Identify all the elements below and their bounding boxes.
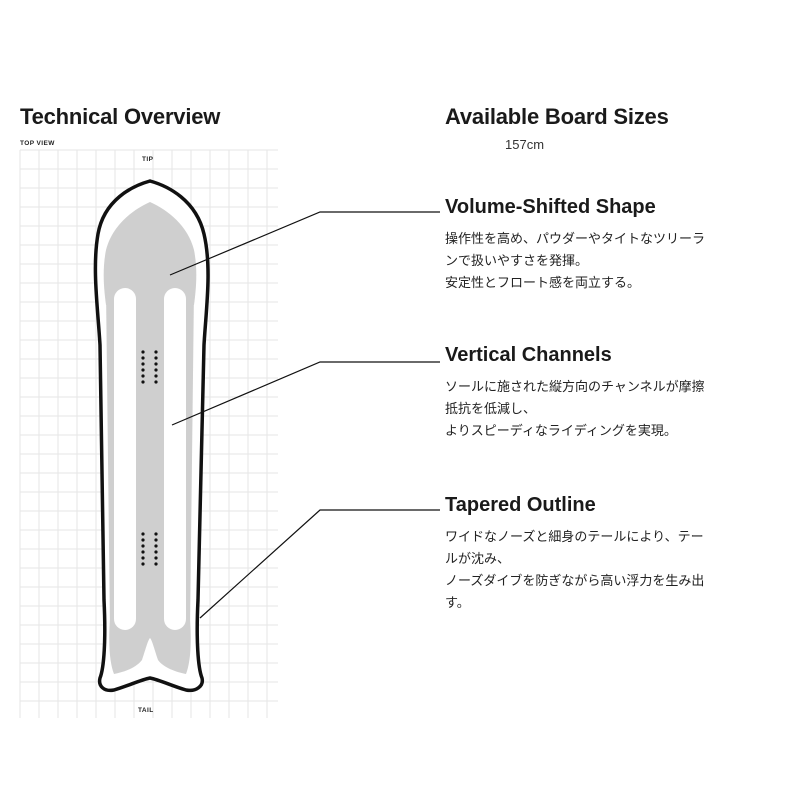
leader-line-channels <box>171 361 440 426</box>
insert-dot <box>154 362 158 366</box>
feature-vertical-channels: Vertical Channels ソールに施された縦方向のチャンネルが摩擦 抵… <box>445 344 785 443</box>
insert-dot <box>141 374 145 378</box>
insert-dot <box>154 368 158 372</box>
leader-line-tapered <box>199 509 440 619</box>
insert-dot <box>154 532 158 536</box>
insert-dot <box>154 356 158 360</box>
insert-dot <box>141 544 145 548</box>
feature-description-line: ンで扱いやすさを発揮。 <box>445 254 589 269</box>
feature-description-line: ソールに施された縦方向のチャンネルが摩擦 <box>445 380 705 395</box>
feature-title: Volume-Shifted Shape <box>445 196 656 218</box>
left-channel <box>114 288 136 630</box>
insert-dot <box>141 356 145 360</box>
feature-title: Tapered Outline <box>445 494 596 516</box>
insert-dot <box>154 350 158 354</box>
insert-dot <box>154 544 158 548</box>
tip-label: TIP <box>142 156 154 163</box>
feature-description-line: ノーズダイブを防ぎながら高い浮力を生み出 <box>445 574 705 589</box>
insert-dot <box>154 550 158 554</box>
insert-dot <box>154 374 158 378</box>
feature-title: Vertical Channels <box>445 344 612 366</box>
insert-dot <box>141 562 145 566</box>
feature-tapered-outline: Tapered Outline ワイドなノーズと細身のテールにより、テー ルが沈… <box>445 494 785 615</box>
insert-dot <box>141 550 145 554</box>
feature-volume-shifted: Volume-Shifted Shape 操作性を高め、パウダーやタイトなツリー… <box>445 196 785 295</box>
insert-dot <box>141 556 145 560</box>
feature-description-line: 抵抗を低減し、 <box>445 402 537 417</box>
feature-description-line: 操作性を高め、パウダーやタイトなツリーラ <box>445 232 706 247</box>
insert-dot <box>141 350 145 354</box>
insert-dot <box>141 380 145 384</box>
binding-inserts-front <box>141 350 158 384</box>
tail-base <box>109 620 191 674</box>
feature-description-line: ワイドなノーズと細身のテールにより、テー <box>445 530 704 545</box>
tail-label: TAIL <box>138 707 154 714</box>
insert-dot <box>154 538 158 542</box>
overview-title: Technical Overview <box>20 104 221 129</box>
board-size-value: 157cm <box>505 137 545 152</box>
insert-dot <box>154 380 158 384</box>
insert-dot <box>141 368 145 372</box>
leader-line-volume <box>169 211 440 276</box>
top-view-label: TOP VIEW <box>20 140 55 147</box>
feature-description-line: す。 <box>445 596 470 611</box>
insert-dot <box>141 538 145 542</box>
right-channel <box>164 288 186 630</box>
insert-dot <box>154 556 158 560</box>
feature-description-line: ルが沈み、 <box>445 552 511 567</box>
insert-dot <box>141 532 145 536</box>
sizes-title: Available Board Sizes <box>445 104 669 129</box>
feature-description-line: 安定性とフロート感を両立する。 <box>445 276 641 291</box>
feature-description-line: よりスピーディなライディングを実現。 <box>445 424 677 439</box>
binding-inserts-rear <box>141 532 158 566</box>
nose-base <box>103 202 197 305</box>
insert-dot <box>141 362 145 366</box>
insert-dot <box>154 562 158 566</box>
